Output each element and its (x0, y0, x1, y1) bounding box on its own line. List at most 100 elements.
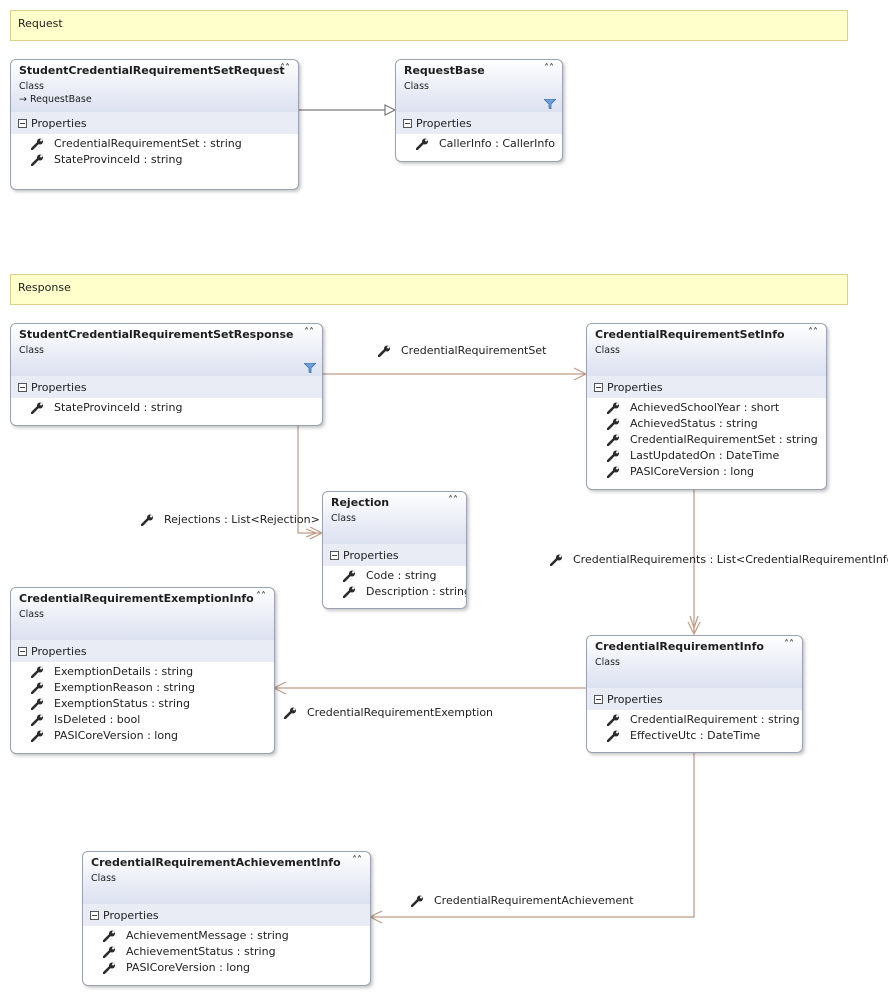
assoc-label-credential-requirement-exemption[interactable]: CredentialRequirementExemption (284, 706, 493, 719)
property-row[interactable]: PASICoreVersion : long (607, 464, 826, 480)
minus-box-icon[interactable] (18, 382, 27, 392)
section-label: Properties (31, 380, 87, 394)
class-shape-cre-info[interactable]: CredentialRequirementExemptionInfo Class… (10, 587, 275, 754)
section-label: Properties (607, 380, 663, 394)
minus-box-icon[interactable] (594, 694, 603, 704)
filter-icon[interactable] (304, 363, 316, 373)
properties-section-header[interactable]: Properties (11, 112, 298, 134)
property-row[interactable]: LastUpdatedOn : DateTime (607, 448, 826, 464)
double-chevron-up-icon[interactable]: ˄˄ (256, 591, 266, 602)
property-row[interactable]: ExemptionDetails : string (31, 664, 274, 680)
double-chevron-up-icon[interactable]: ˄˄ (544, 63, 554, 74)
property-row[interactable]: AchievedSchoolYear : short (607, 400, 826, 416)
property-row[interactable]: IsDeleted : bool (31, 712, 274, 728)
assoc-label-credential-requirement-achievement[interactable]: CredentialRequirementAchievement (411, 894, 634, 907)
double-chevron-up-icon[interactable]: ˄˄ (352, 855, 362, 866)
class-name: CredentialRequirementInfo (595, 640, 764, 653)
assoc-line-credential-requirement-achievement (370, 753, 695, 918)
class-stereotype: Class (331, 513, 356, 524)
properties-section-header[interactable]: Properties (587, 688, 802, 710)
property-row[interactable]: AchievementMessage : string (103, 928, 370, 944)
wrench-icon (607, 434, 619, 446)
property-text: CredentialRequirementSet : string (54, 137, 242, 150)
properties-section-header[interactable]: Properties (323, 544, 466, 566)
assoc-label-text: CredentialRequirements : List<Credential… (573, 553, 888, 566)
wrench-icon (31, 154, 43, 166)
properties-section-header[interactable]: Properties (83, 904, 370, 926)
minus-box-icon[interactable] (18, 118, 27, 128)
property-row[interactable]: CredentialRequirementSet : string (607, 432, 826, 448)
class-shape-cra-info[interactable]: CredentialRequirementAchievementInfo Cla… (82, 851, 371, 986)
double-chevron-up-icon[interactable]: ˄˄ (784, 639, 794, 650)
section-label: Properties (31, 644, 87, 658)
wrench-icon (607, 402, 619, 414)
class-header: StudentCredentialRequirementSetResponse … (11, 324, 322, 376)
property-row[interactable]: ExemptionStatus : string (31, 696, 274, 712)
wrench-icon (31, 666, 43, 678)
property-list: StateProvinceId : string (11, 398, 322, 420)
double-chevron-up-icon[interactable]: ˄˄ (280, 63, 290, 74)
assoc-line-rejections (297, 426, 322, 534)
assoc-arrowhead-credential-requirements (687, 615, 701, 636)
property-row[interactable]: Code : string (343, 568, 466, 584)
property-text: AchievementStatus : string (126, 945, 276, 958)
property-row[interactable]: AchievedStatus : string (607, 416, 826, 432)
wrench-icon (31, 138, 43, 150)
wrench-icon (31, 730, 43, 742)
property-row[interactable]: Description : string (343, 584, 466, 600)
class-stereotype: Class (19, 81, 44, 92)
property-row[interactable]: PASICoreVersion : long (31, 728, 274, 744)
properties-section-header[interactable]: Properties (11, 376, 322, 398)
minus-box-icon[interactable] (18, 646, 27, 656)
base-type: → RequestBase (19, 94, 290, 106)
properties-section-header[interactable]: Properties (587, 376, 826, 398)
double-chevron-up-icon[interactable]: ˄˄ (808, 327, 818, 338)
minus-box-icon[interactable] (403, 118, 412, 128)
properties-section-header[interactable]: Properties (11, 640, 274, 662)
property-text: Code : string (366, 569, 437, 582)
property-row[interactable]: StateProvinceId : string (31, 400, 322, 416)
property-text: PASICoreVersion : long (54, 729, 179, 742)
comment-request[interactable]: Request (10, 10, 848, 41)
property-row[interactable]: ExemptionReason : string (31, 680, 274, 696)
double-chevron-up-icon[interactable]: ˄˄ (304, 327, 314, 338)
property-row[interactable]: CredentialRequirement : string (607, 712, 802, 728)
wrench-icon (607, 730, 619, 742)
property-row[interactable]: CredentialRequirementSet : string (31, 136, 298, 152)
property-row[interactable]: EffectiveUtc : DateTime (607, 728, 802, 744)
assoc-label-credential-requirements[interactable]: CredentialRequirements : List<Credential… (550, 553, 888, 566)
property-text: AchievedSchoolYear : short (630, 401, 780, 414)
property-row[interactable]: PASICoreVersion : long (103, 960, 370, 976)
property-row[interactable]: StateProvinceId : string (31, 152, 298, 168)
property-text: CredentialRequirementSet : string (630, 433, 818, 446)
class-name: RequestBase (404, 64, 485, 77)
assoc-label-credential-requirement-set[interactable]: CredentialRequirementSet (378, 344, 546, 357)
minus-box-icon[interactable] (594, 382, 603, 392)
section-label: Properties (343, 548, 399, 562)
filter-icon[interactable] (544, 99, 556, 109)
property-row[interactable]: AchievementStatus : string (103, 944, 370, 960)
comment-response[interactable]: Response (10, 274, 848, 305)
class-shape-rejection[interactable]: Rejection Class ˄˄ Properties Code : str… (322, 491, 467, 609)
class-shape-request-base[interactable]: RequestBase Class ˄˄ Properties CallerIn… (395, 59, 563, 162)
property-row[interactable]: CallerInfo : CallerInfo (416, 136, 562, 152)
assoc-label-rejections[interactable]: Rejections : List<Rejection> (141, 513, 320, 526)
minus-box-icon[interactable] (330, 550, 339, 560)
wrench-icon (343, 570, 355, 582)
property-text: PASICoreVersion : long (126, 961, 251, 974)
minus-box-icon[interactable] (90, 910, 99, 920)
class-stereotype: Class (404, 81, 429, 92)
double-chevron-up-icon[interactable]: ˄˄ (448, 495, 458, 506)
class-shape-crs-info[interactable]: CredentialRequirementSetInfo Class ˄˄ Pr… (586, 323, 827, 490)
class-stereotype: Class (19, 609, 44, 620)
wrench-icon (411, 895, 423, 907)
class-shape-cr-info[interactable]: CredentialRequirementInfo Class ˄˄ Prope… (586, 635, 803, 753)
wrench-icon (31, 698, 43, 710)
class-shape-scrs-request[interactable]: StudentCredentialRequirementSetRequest C… (10, 59, 299, 190)
class-shape-scrs-response[interactable]: StudentCredentialRequirementSetResponse … (10, 323, 323, 426)
properties-section-header[interactable]: Properties (396, 112, 562, 134)
